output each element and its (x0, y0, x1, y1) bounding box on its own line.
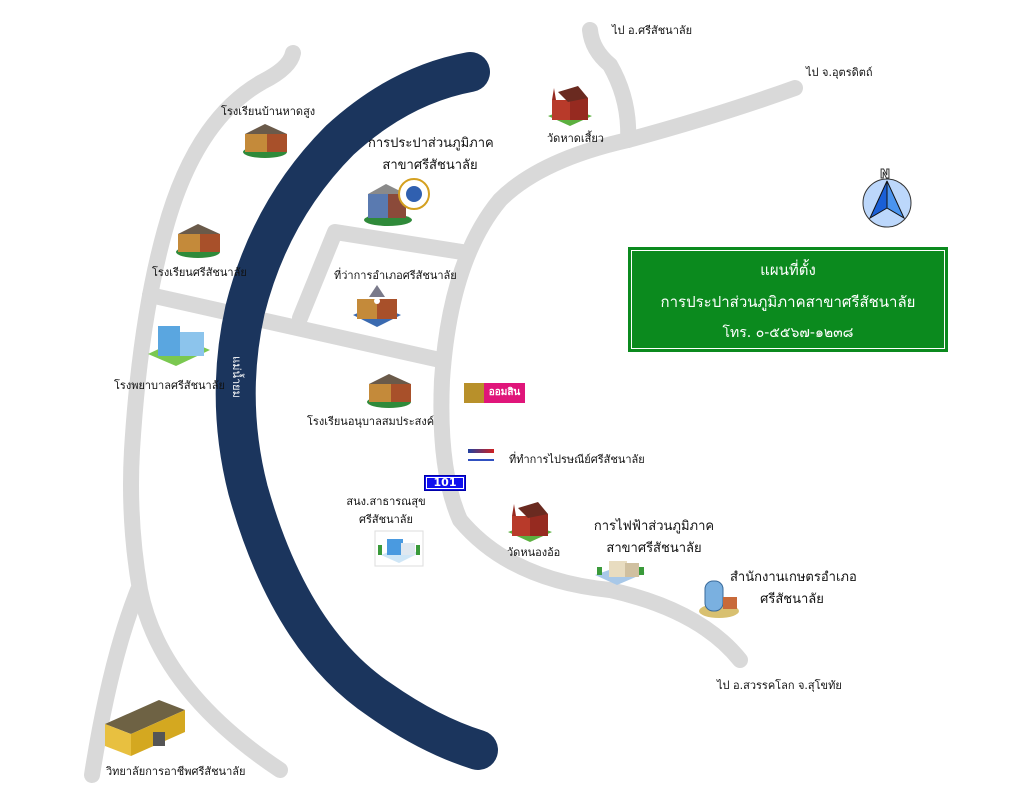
river-label: แม่น้ำยม (229, 356, 243, 398)
road-cross-street (142, 287, 448, 368)
north-arrow-icon (862, 178, 912, 228)
label-district-office: ที่ว่าการอำเภอศรีสัชนาลัย (334, 269, 457, 282)
label-hospital: โรงพยาบาลศรีสัชนาลัย (114, 379, 225, 392)
road-network (84, 22, 803, 783)
label-school-hadsung: โรงเรียนบ้านหาดสูง (221, 105, 316, 118)
water-authority-office-icon (364, 178, 430, 226)
compass-north-letter: N (879, 167, 891, 182)
school-building-icon (243, 124, 287, 158)
route-shield-101: 101 (424, 475, 466, 491)
temple-icon (548, 86, 592, 126)
label-health-office: สนง.สาธารณสุข ศรีสัชนาลัย (346, 495, 426, 526)
label-vocational-college: วิทยาลัยการอาชีพศรีสัชนาลัย (106, 765, 246, 778)
road-to-uttaradit (620, 80, 803, 148)
district-office-icon (353, 285, 401, 327)
agriculture-office-icon (699, 580, 739, 618)
road-district-loop (292, 224, 470, 326)
route-number: 101 (433, 476, 457, 489)
map-title: แผนที่ตั้ง (760, 261, 816, 279)
map-title-box: แผนที่ตั้ง การประปาส่วนภูมิภาคสาขาศรีสัช… (628, 247, 948, 352)
hospital-icon (148, 326, 210, 366)
bank-name: ออมสิน (484, 383, 525, 403)
river-yom (215, 52, 498, 770)
map-subtitle: การประปาส่วนภูมิภาคสาขาศรีสัชนาลัย (660, 293, 916, 311)
health-office-icon (374, 530, 424, 567)
label-school-srisatchanalai: โรงเรียนศรีสัชนาลัย (152, 266, 247, 279)
college-building-icon (105, 700, 185, 756)
direction-northeast: ไป จ.อุตรดิตถ์ (806, 66, 873, 79)
post-office-logo-icon (466, 447, 496, 469)
direction-south: ไป อ.สวรรคโลก จ.สุโขทัย (717, 679, 842, 692)
bank-logo-icon: ออมสิน (464, 383, 525, 403)
label-pea-office: การไฟฟ้าส่วนภูมิภาค สาขาศรีสัชนาลัย (593, 519, 715, 556)
label-agri-office: สำนักงานเกษตรอำเภอ ศรีสัชนาลัย (730, 570, 857, 607)
label-wat-hadsiao: วัดหาดเสี้ยว (547, 132, 604, 145)
label-kindergarten: โรงเรียนอนุบาลสมประสงค์ (307, 415, 435, 428)
label-pwa-office: การประปาส่วนภูมิภาค สาขาศรีสัชนาลัย (368, 136, 494, 173)
road-highway-101 (433, 22, 748, 668)
school-building-icon (176, 224, 220, 258)
temple-icon (508, 502, 552, 542)
school-building-icon (367, 374, 411, 408)
direction-north: ไป อ.ศรีสัชนาลัย (612, 24, 693, 37)
label-post-office: ที่ทำการไปรษณีย์ศรีสัชนาลัย (509, 453, 645, 466)
electricity-office-icon (595, 561, 645, 585)
phone-number: โทร. ๐-๕๕๖๗-๑๒๓๘ (722, 325, 854, 341)
road-west-branch (84, 582, 146, 783)
road-west-main (123, 45, 301, 778)
label-wat-nongor: วัดหนองอ้อ (507, 546, 561, 559)
